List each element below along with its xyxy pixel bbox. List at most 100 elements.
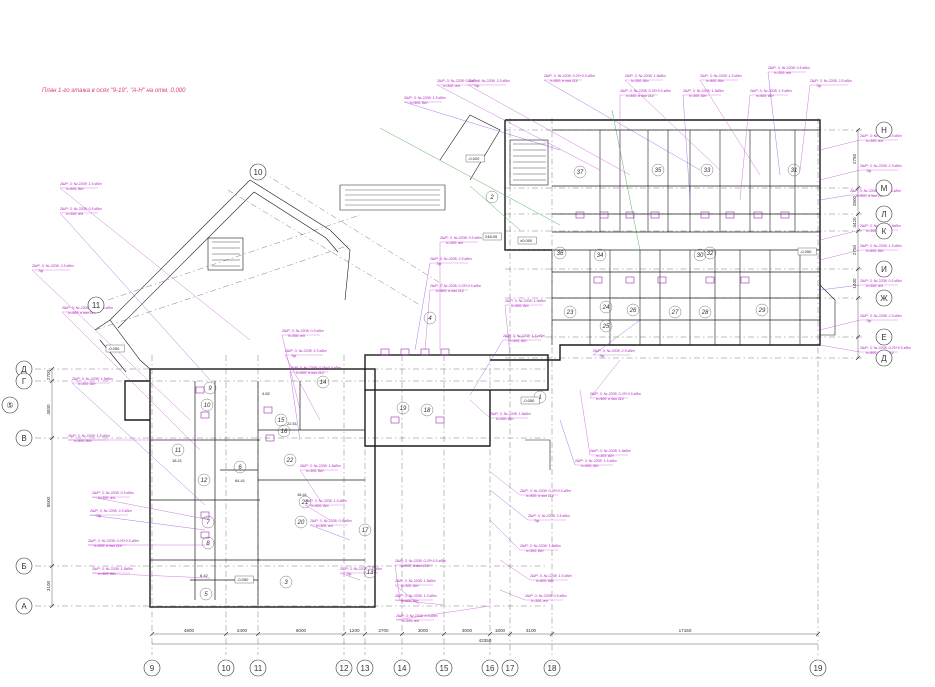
dimension-tick <box>855 228 861 234</box>
fixture-icon <box>650 211 660 219</box>
left-axis-label: В <box>21 434 26 443</box>
wall-outline <box>149 368 376 608</box>
annotation-label: 2ШР; 3; № 2208; 2.5 кВт <box>859 164 902 168</box>
area-value: 16.41 <box>297 492 308 497</box>
room-number: 8 <box>206 541 210 547</box>
annotation-label: 2ШР; 3; № 2208; 2.5 кВт <box>467 79 510 83</box>
dimension-tick <box>49 603 55 609</box>
annotation-label: 2ШР; 3; № 2208; 2.5 кВт <box>859 314 902 318</box>
dimension-value: 2700 <box>378 628 389 633</box>
leader-line <box>579 389 591 456</box>
room-number: 11 <box>175 448 181 454</box>
room-number-circle <box>203 381 217 395</box>
fixture-icon <box>435 416 445 424</box>
dimension-value: 4800 <box>184 628 195 633</box>
left-axis-label-circle <box>15 429 33 447</box>
dimension-value: 8500 <box>46 496 51 507</box>
room-number: 21 <box>301 500 309 506</box>
leader-line <box>436 84 601 171</box>
annotation-label: 2ШР; 3; № 2208; 1.5 кВт <box>304 499 347 503</box>
room-number-circle <box>171 443 185 457</box>
annotation-sublabel: h=300; в/п <box>402 619 419 623</box>
annotation-label: 2ШР; 3; № 2208; 2.5 кВт <box>31 264 74 268</box>
annotation-label: 2ШР; 3; № 2208; 1.5 кВт <box>67 434 110 438</box>
room-number-circle <box>294 515 308 529</box>
fixtures <box>195 211 790 539</box>
right-axis-label-circle <box>875 349 893 367</box>
leader-line <box>467 84 631 176</box>
annotation-label: 2ШР; 3; № 2208; 0.5 кВт <box>767 66 810 70</box>
annotation-sublabel: h=900; В/п <box>756 94 773 98</box>
level-mark: -0.050 <box>800 249 812 254</box>
dimension-value: 3000 <box>462 628 473 633</box>
annotation-sublabel: h=900; В/п <box>311 504 328 508</box>
dimension-value: 17150 <box>679 628 692 633</box>
left-axis-label: А <box>21 602 27 611</box>
fixture-icon <box>390 416 400 424</box>
level-box <box>517 236 537 245</box>
dimension-tick <box>855 127 861 133</box>
right-axis-label-circle <box>875 179 893 197</box>
annotation-sublabel: h=900; В/п <box>581 464 598 468</box>
annotation-sublabel: Тф <box>38 269 43 273</box>
room-number: 7 <box>206 520 210 526</box>
dimension-tick <box>549 631 555 637</box>
right-axis-label-circle <box>875 121 893 139</box>
annotation-sublabel: h=900; в пол 114 <box>626 94 654 98</box>
room-number-circle <box>599 300 613 314</box>
room-number: 17 <box>362 528 369 534</box>
axis-line <box>261 171 446 287</box>
level-box <box>520 396 540 405</box>
bottom-axis-label-circle <box>543 659 561 677</box>
room-number-circle <box>755 303 769 317</box>
room-number-circle <box>200 398 214 412</box>
level-mark: -0.050 <box>108 346 120 351</box>
annotation-sublabel: h=900; в пол 114 <box>550 79 578 83</box>
annotation-sublabel: h=900; в пол 114 <box>68 311 96 315</box>
room-number: 4 <box>428 316 432 322</box>
annotation-sublabel: Тф <box>96 514 101 518</box>
dimension-value: 2800 <box>852 195 857 206</box>
side-axis-label-circle <box>1 396 19 414</box>
leader-line <box>682 94 691 201</box>
annotation-sublabel: h=900; в пол 114 <box>526 494 554 498</box>
room-number-circle <box>197 473 211 487</box>
leader-line <box>281 334 301 411</box>
wall-segment <box>364 390 491 447</box>
fixture-icon <box>593 276 603 284</box>
dimension-value: 2750 <box>852 244 857 255</box>
bottom-axis-label-circle <box>249 659 267 677</box>
annotation-label: 2ШР; 3; № 2208; 1.5 кВт <box>749 89 792 93</box>
fixture-icon <box>740 276 750 284</box>
annotation-label: 2ШР; 3; № 2208; 0.5 кВт <box>436 79 479 83</box>
bottom-axis-label: 13 <box>361 664 370 673</box>
annotation-sublabel: Тф <box>346 572 351 576</box>
annotation-label: 2ШР; 3; № 2208; 1.5кВт <box>682 89 724 93</box>
annotation-label: 2ШР; 3; № 2208; 2.5 кВт <box>809 79 852 83</box>
room-number-circle <box>233 460 247 474</box>
annotation-sublabel: h=300; В/п <box>689 94 706 98</box>
level-mark: -0.050 <box>523 398 535 403</box>
area-value: 4.82 <box>262 391 271 396</box>
annotation-sublabel: h=900; В/п <box>536 579 553 583</box>
leader-line <box>819 229 861 241</box>
area-value: 6.42 <box>200 573 209 578</box>
room-number: 27 <box>671 310 679 316</box>
room-number-circle <box>485 190 499 204</box>
room-number: 12 <box>201 478 208 484</box>
annotation-sublabel: h=300; В/п <box>306 469 323 473</box>
annotation-label: 2ШР; 3; № 2208; 1.5кВт <box>589 449 631 453</box>
annotation-sublabel: h=900; В/п <box>866 249 883 253</box>
annotation-label: 2ШР; 3; № 2208; 1.5 кВт <box>403 96 446 100</box>
bottom-axis-label: 19 <box>814 664 823 673</box>
level-box <box>105 344 125 353</box>
room-number: 9 <box>208 386 212 392</box>
annotation-sublabel: h=300; В/п <box>78 382 95 386</box>
leader-line <box>699 79 761 176</box>
annotation-label: 2ШР; 3; № 2208; 0.5 кВт <box>309 519 352 523</box>
leader-line <box>589 359 621 399</box>
green-leader <box>611 109 641 251</box>
room-number: 29 <box>758 308 766 314</box>
leader-line <box>284 354 321 421</box>
fixture-icon <box>575 211 585 219</box>
